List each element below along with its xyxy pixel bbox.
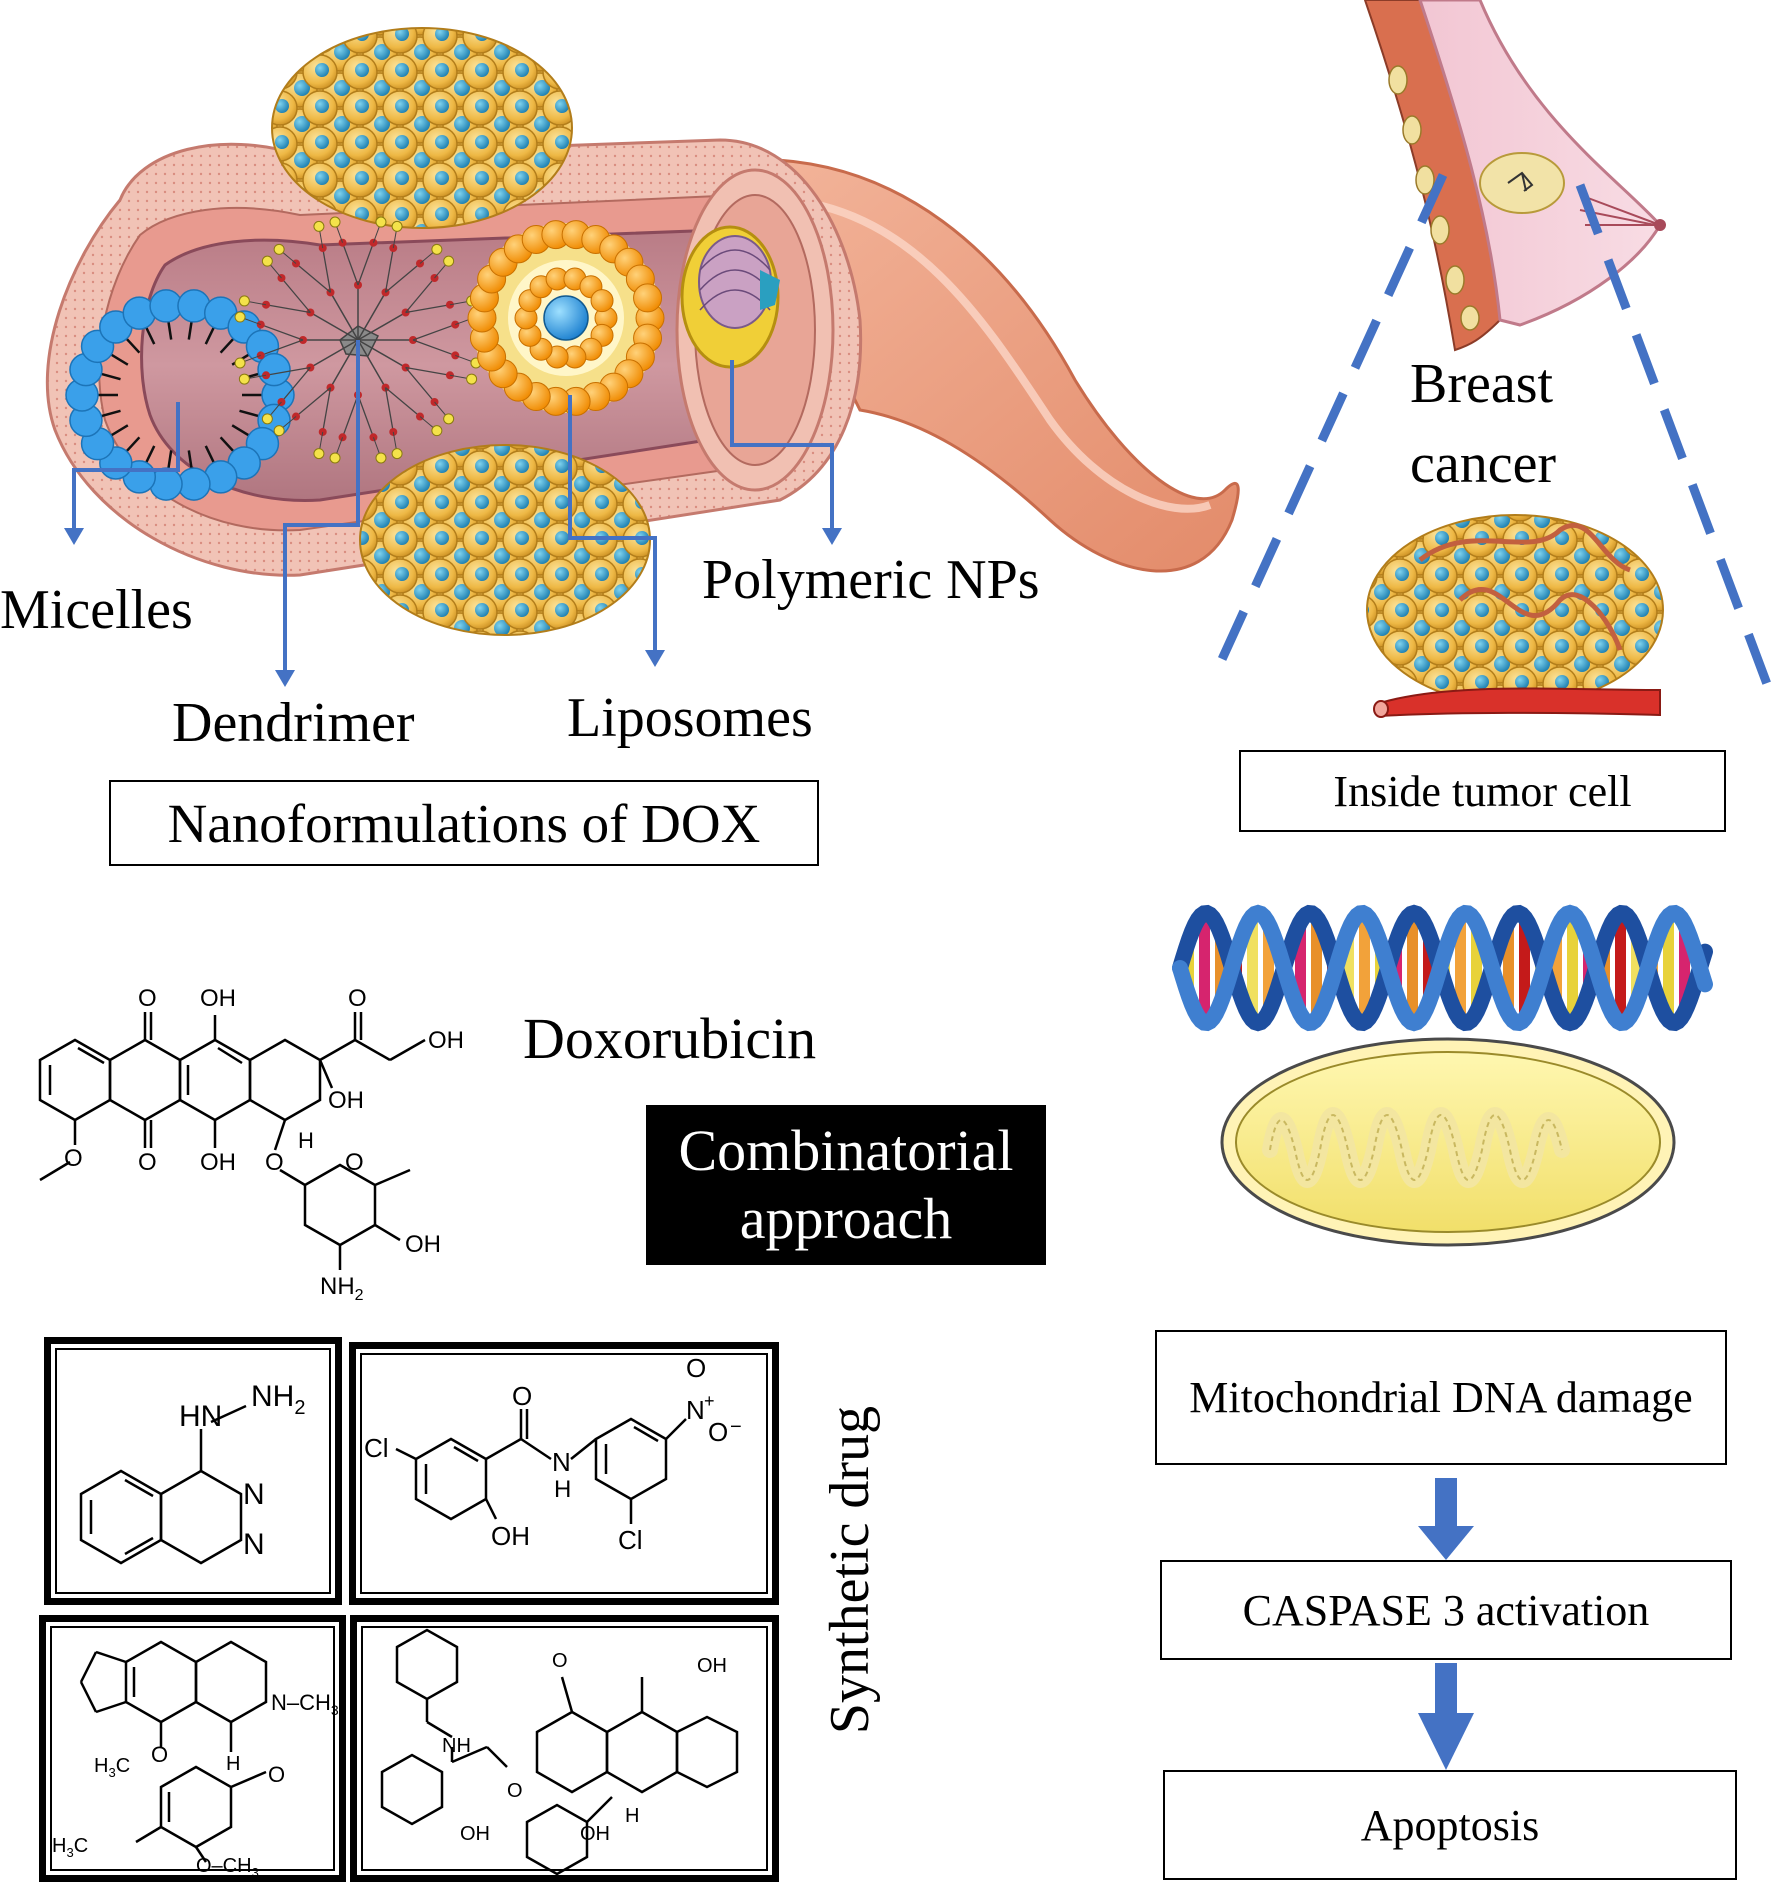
- svg-text:−: −: [730, 1416, 742, 1438]
- tumor-mass-illustration: [1366, 514, 1664, 718]
- combinatorial-line2: approach: [739, 1186, 953, 1251]
- chest-wall-cells: [1388, 65, 1480, 331]
- tumor-cell-cluster-top: [271, 27, 573, 229]
- svg-text:NH2: NH2: [320, 1273, 364, 1304]
- svg-text:OH: OH: [580, 1823, 610, 1845]
- hydralazine-structure: HN NH2 N N: [79, 1380, 305, 1565]
- svg-text:N: N: [243, 1528, 265, 1561]
- svg-text:OH: OH: [405, 1231, 441, 1258]
- doxorubicin-label: Doxorubicin: [523, 1006, 817, 1071]
- svg-text:O: O: [138, 985, 157, 1012]
- paclitaxel-structure-box: NH OH O OH OH H O: [350, 1615, 779, 1882]
- polymeric-np-illustration: [680, 225, 780, 369]
- svg-text:HN: HN: [179, 1400, 222, 1433]
- svg-text:O: O: [268, 1762, 285, 1787]
- niclosamide-structure-box: Cl O N H OH Cl N O O + −: [349, 1342, 779, 1605]
- svg-text:H: H: [554, 1476, 571, 1503]
- svg-text:NH: NH: [442, 1735, 471, 1757]
- nanoformulations-title-box: Nanoformulations of DOX: [109, 780, 819, 866]
- breast-label: Breast: [1410, 353, 1554, 415]
- apoptosis-box: Apoptosis: [1163, 1770, 1737, 1880]
- dna-helix-illustration: [1172, 904, 1713, 1032]
- dendrimer-illustration: [234, 216, 482, 464]
- svg-text:H: H: [625, 1805, 639, 1827]
- svg-text:O: O: [151, 1742, 168, 1767]
- combinatorial-approach-box: Combinatorial approach: [646, 1105, 1046, 1265]
- svg-text:H3C: H3C: [52, 1835, 88, 1860]
- zoom-dashed-lines: [1213, 173, 1777, 702]
- svg-text:OH: OH: [428, 1027, 464, 1054]
- pointer-arrowheads: [64, 528, 842, 687]
- caspase-3-activation-box: CASPASE 3 activation: [1160, 1560, 1732, 1660]
- svg-text:O: O: [64, 1145, 83, 1172]
- svg-text:Cl: Cl: [618, 1525, 643, 1555]
- svg-text:OH: OH: [200, 1149, 236, 1176]
- svg-text:+: +: [704, 1391, 715, 1411]
- svg-text:H: H: [298, 1128, 314, 1153]
- svg-text:O: O: [345, 1149, 364, 1176]
- micelles-label: Micelles: [0, 579, 193, 641]
- svg-text:O: O: [686, 1353, 706, 1383]
- niclosamide-structure: Cl O N H OH Cl N O O + −: [364, 1353, 742, 1555]
- svg-text:OH: OH: [200, 985, 236, 1012]
- pathway-arrows: [1418, 1478, 1474, 1770]
- doxorubicin-structure: O OH O OH OH O OH H O O O OH NH2: [38, 985, 464, 1304]
- svg-text:N: N: [686, 1395, 705, 1425]
- mitochondrial-dna-damage-box: Mitochondrial DNA damage: [1155, 1330, 1727, 1465]
- cancer-label: cancer: [1410, 433, 1557, 495]
- svg-text:H3C: H3C: [94, 1755, 130, 1780]
- noscapine-structure: N–CH3 O H3C H O H3C O–CH3: [52, 1640, 339, 1880]
- svg-text:OH: OH: [491, 1521, 530, 1551]
- hydralazine-structure-box: HN NH2 N N: [44, 1337, 342, 1605]
- svg-text:O: O: [708, 1417, 728, 1447]
- svg-text:O: O: [512, 1381, 532, 1411]
- svg-text:NH2: NH2: [251, 1380, 305, 1419]
- svg-text:OH: OH: [328, 1087, 364, 1114]
- svg-text:H: H: [226, 1753, 240, 1775]
- paclitaxel-structure: NH OH O OH OH H O: [380, 1628, 739, 1876]
- liposome-illustration: [467, 220, 665, 416]
- dendrimer-label: Dendrimer: [172, 692, 415, 754]
- svg-text:O: O: [507, 1780, 523, 1802]
- svg-text:N–CH3: N–CH3: [271, 1690, 339, 1718]
- mitochondrion-illustration: [1220, 1037, 1676, 1247]
- polymeric-nps-label: Polymeric NPs: [702, 549, 1040, 611]
- svg-text:N: N: [243, 1478, 265, 1511]
- svg-text:O: O: [552, 1650, 568, 1672]
- noscapine-structure-box: N–CH3 O H3C H O H3C O–CH3: [39, 1615, 346, 1882]
- synthetic-drug-label: Synthetic drug: [819, 1405, 881, 1735]
- svg-text:OH: OH: [460, 1823, 490, 1845]
- svg-text:O: O: [265, 1149, 284, 1176]
- liposomes-label: Liposomes: [567, 687, 813, 749]
- svg-text:O: O: [138, 1149, 157, 1176]
- svg-text:O–CH3: O–CH3: [196, 1855, 259, 1875]
- combinatorial-line1: Combinatorial: [678, 1117, 1014, 1183]
- svg-text:N: N: [552, 1447, 571, 1477]
- inside-tumor-cell-box: Inside tumor cell: [1239, 750, 1726, 832]
- svg-text:O: O: [348, 985, 367, 1012]
- pointer-lines: [72, 340, 834, 670]
- svg-text:OH: OH: [697, 1655, 727, 1677]
- svg-text:Cl: Cl: [364, 1433, 389, 1463]
